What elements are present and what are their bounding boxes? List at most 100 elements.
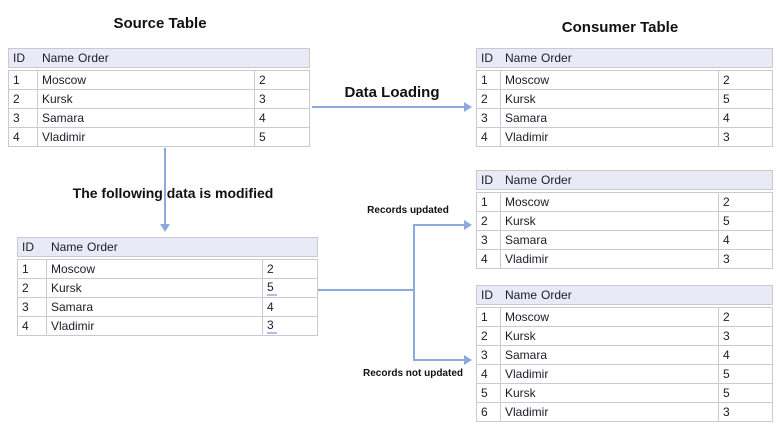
- records-updated-label: Records updated: [367, 205, 449, 216]
- table-cell: 4: [718, 108, 773, 128]
- table-cell: 1: [17, 259, 47, 279]
- modified-value: 5: [267, 280, 277, 296]
- table-cell: 5: [718, 89, 773, 109]
- table-cell: 3: [476, 345, 501, 365]
- column-header: Name: [42, 51, 75, 65]
- elbow-stem-line: [318, 289, 415, 291]
- table-cell: 6: [476, 402, 501, 422]
- table-cell: 5: [718, 211, 773, 231]
- table-cell: 2: [476, 89, 501, 109]
- consumer-table-title: Consumer Table: [561, 19, 679, 36]
- table-cell: Vladimir: [500, 364, 719, 384]
- table-cell: Kursk: [37, 89, 255, 109]
- table-cell: Moscow: [37, 70, 255, 90]
- elbow-top-branch-line: [413, 224, 465, 226]
- column-header: Order: [87, 240, 118, 254]
- table-cell: 4: [254, 108, 310, 128]
- table-cell: 4: [8, 127, 38, 147]
- table-cell: Kursk: [500, 89, 719, 109]
- table-cell: Vladimir: [46, 316, 263, 336]
- table-cell: 3: [8, 108, 38, 128]
- column-header: Name: [51, 240, 84, 254]
- table-cell: Moscow: [500, 192, 719, 212]
- table-cell: Samara: [500, 108, 719, 128]
- table-cell: Kursk: [500, 211, 719, 231]
- table-cell: 3: [718, 249, 773, 269]
- table-cell: Samara: [37, 108, 255, 128]
- table-cell: Kursk: [500, 326, 719, 346]
- table-cell: 4: [17, 316, 47, 336]
- data-loading-label: Data Loading: [344, 84, 440, 101]
- column-header: Order: [541, 288, 572, 302]
- table-cell: 2: [8, 89, 38, 109]
- table-cell: 5: [718, 364, 773, 384]
- table-cell: 4: [718, 345, 773, 365]
- table-cell: Kursk: [500, 383, 719, 403]
- table-cell: Kursk: [46, 278, 263, 298]
- arrowhead-down-icon: [160, 224, 170, 232]
- table-cell: 2: [17, 278, 47, 298]
- table-cell: Moscow: [500, 70, 719, 90]
- table-cell: 2: [262, 259, 318, 279]
- table-cell: 4: [476, 249, 501, 269]
- table-cell: 4: [262, 297, 318, 317]
- table-cell: 4: [476, 364, 501, 384]
- source-table-title: Source Table: [113, 15, 207, 32]
- records-not-updated-label: Records not updated: [362, 368, 463, 379]
- table-cell: 3: [718, 326, 773, 346]
- table-cell: Vladimir: [500, 402, 719, 422]
- column-header: Name: [505, 173, 538, 187]
- column-header: Name: [505, 51, 538, 65]
- table-cell: 3: [262, 316, 318, 336]
- modified-note-label: The following data is modified: [72, 185, 274, 201]
- table-cell: 2: [254, 70, 310, 90]
- table-cell: 2: [718, 70, 773, 90]
- table-cell: 1: [8, 70, 38, 90]
- modified-value: 3: [267, 318, 277, 334]
- table-cell: Samara: [46, 297, 263, 317]
- table-cell: Moscow: [500, 307, 719, 327]
- column-header: ID: [481, 51, 493, 65]
- table-cell: 3: [718, 402, 773, 422]
- column-header: Order: [541, 173, 572, 187]
- table-cell: 2: [476, 326, 501, 346]
- table-cell: 5: [254, 127, 310, 147]
- table-cell: 1: [476, 307, 501, 327]
- arrowhead-right-icon: [464, 102, 472, 112]
- table-cell: 3: [476, 230, 501, 250]
- table-cell: Vladimir: [500, 127, 719, 147]
- table-cell: 3: [476, 108, 501, 128]
- table-cell: Samara: [500, 230, 719, 250]
- table-cell: 3: [17, 297, 47, 317]
- table-cell: 5: [718, 383, 773, 403]
- table-cell: 2: [718, 307, 773, 327]
